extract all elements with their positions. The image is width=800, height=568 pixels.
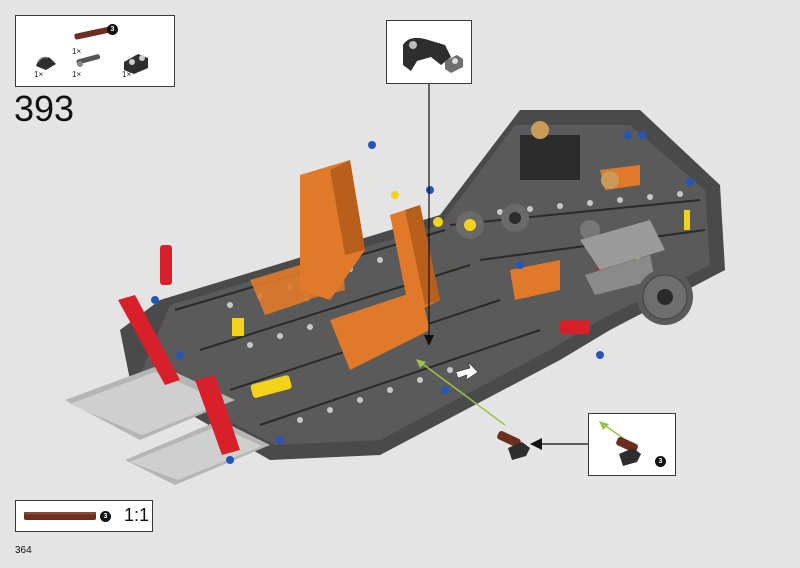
- parts-illustration: [36, 26, 148, 74]
- step-number: 393: [14, 88, 75, 129]
- engine-section: [456, 121, 619, 240]
- grey-axle-pin-icon: [76, 54, 101, 67]
- color-count-badge: 3: [655, 456, 666, 467]
- guide-arrow-icon: [416, 359, 426, 368]
- parts-callout: 1× 1× 3 1× 1×: [15, 15, 175, 87]
- blue-pins: [151, 131, 694, 464]
- part-quantity: 1×: [72, 70, 82, 79]
- detail-connector-illustration: [403, 37, 463, 73]
- page-number: 364: [15, 545, 32, 556]
- submodel-illustration: [599, 421, 641, 466]
- part-quantity: 1×: [34, 70, 44, 79]
- scale-label: 1:1: [124, 505, 150, 525]
- dark-bushing-connector-icon: [124, 54, 148, 74]
- submodel-callout: 3: [588, 413, 676, 476]
- brown-axle-icon: [74, 26, 115, 40]
- orange-seat-shading: [330, 160, 440, 305]
- front-rails: [65, 365, 270, 485]
- scale-callout: 3 1:1: [15, 500, 153, 532]
- detail-callout: [386, 20, 472, 84]
- color-count-badge: 3: [100, 511, 111, 522]
- part-quantity: 1×: [72, 47, 82, 56]
- part-quantity: 1×: [122, 70, 132, 79]
- dark-curved-connector-icon: [36, 56, 56, 70]
- down-arrow-icon: [424, 335, 434, 346]
- left-arrow-icon: [530, 438, 542, 450]
- color-count-badge: 3: [107, 24, 118, 35]
- white-arrow-icon: [455, 361, 479, 381]
- scale-axle-illustration: [24, 512, 96, 520]
- insertion-guide-line: [419, 361, 506, 426]
- front-suspension: [580, 220, 693, 325]
- brown-axle-part-icon: [497, 430, 530, 460]
